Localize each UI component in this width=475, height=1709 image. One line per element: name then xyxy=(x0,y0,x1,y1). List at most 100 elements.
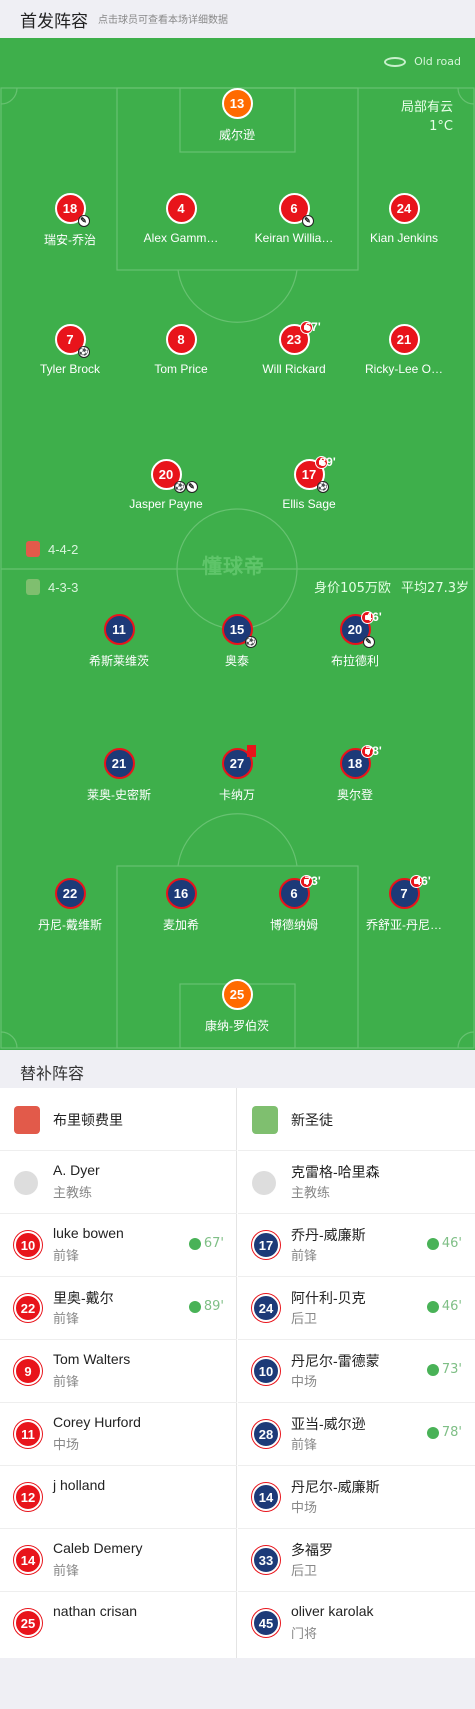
coach-row[interactable]: A. Dyer 主教练 xyxy=(0,1151,237,1214)
temperature: 1°C xyxy=(429,119,453,134)
sub-minute: 46' xyxy=(441,1299,462,1314)
player-name: oliver karolak xyxy=(291,1603,374,1619)
player-position: 后卫 xyxy=(291,1312,318,1327)
player-name: 卡纳万 xyxy=(218,788,255,802)
shirt-number: 22 xyxy=(54,878,86,909)
page-header: 首发阵容 点击球员可查看本场详细数据 xyxy=(0,0,475,38)
sub-minute: 46' xyxy=(365,610,382,624)
player-name: 康纳-罗伯茨 xyxy=(205,1019,269,1033)
shirt-number: 10 xyxy=(252,1357,280,1385)
team-name: 新圣徒 xyxy=(291,1113,333,1129)
shirt-number: 33 xyxy=(252,1546,280,1574)
sub-minute: 78' xyxy=(365,744,382,758)
goal-icon: ⚽ xyxy=(244,636,257,648)
shirt-number: 7 xyxy=(66,332,74,347)
shirt-number: 11 xyxy=(14,1420,42,1448)
player-home[interactable]: 7⚽Tyler Brock xyxy=(10,324,130,376)
shirt-number: 24 xyxy=(252,1294,280,1322)
player-name: Tom Price xyxy=(154,362,208,376)
player-away[interactable]: 15⚽奥泰 xyxy=(177,614,297,669)
sub-minute: 73' xyxy=(441,1362,462,1377)
coach-role: 主教练 xyxy=(53,1186,93,1201)
player-name: 博德纳姆 xyxy=(269,918,318,932)
sub-in-icon xyxy=(188,1300,201,1313)
home-formation: 4-4-2 xyxy=(26,541,78,557)
player-name: Caleb Demery xyxy=(53,1540,143,1556)
shirt-number: 7 xyxy=(400,886,408,901)
player-name: Alex Gamm… xyxy=(143,231,219,245)
shirt-number: 14 xyxy=(14,1546,42,1574)
player-name: 丹尼-戴维斯 xyxy=(38,918,102,932)
sub-minute: 67' xyxy=(304,320,321,334)
player-name: 麦加希 xyxy=(162,918,199,932)
shirt-number: 20 xyxy=(158,467,174,482)
coach-row[interactable]: 克雷格-哈里森 主教练 xyxy=(238,1151,475,1214)
pitch: Old road 局部有云 1°C 懂球帝 4-4-2 4-3-3 身价105万… xyxy=(0,38,475,1050)
player-name: Will Rickard xyxy=(262,362,326,376)
shirt-number: 9 xyxy=(14,1357,42,1385)
player-name: 莱奥-史密斯 xyxy=(87,788,151,802)
sub-minute: 46' xyxy=(441,1236,462,1251)
sub-time: 78' xyxy=(426,1425,462,1440)
player-name: Jasper Payne xyxy=(129,497,203,511)
player-position: 中场 xyxy=(53,1438,80,1453)
player-name: 多福罗 xyxy=(291,1542,333,1558)
shirt-number: 8 xyxy=(165,324,197,355)
team-row: 新圣徒 xyxy=(238,1088,475,1151)
venue-name: Old road xyxy=(414,55,461,68)
shirt-number: 14 xyxy=(252,1483,280,1511)
assist-icon: ✎ xyxy=(185,481,198,493)
player-position: 前锋 xyxy=(53,1249,80,1264)
sub-in-icon xyxy=(426,1237,439,1250)
shirt-number: 13 xyxy=(221,88,253,119)
player-name: 亚当-威尔逊 xyxy=(291,1416,366,1432)
player-home[interactable]: 18✎瑞安-乔治 xyxy=(10,193,130,248)
player-position: 前锋 xyxy=(53,1312,80,1327)
sub-minute: 67' xyxy=(203,1236,224,1251)
player-name: 丹尼尔-威廉斯 xyxy=(291,1479,380,1495)
player-home[interactable]: 6✎Keiran Willia… xyxy=(234,193,354,245)
coach-role: 主教练 xyxy=(291,1186,331,1201)
player-name: 乔丹-威廉斯 xyxy=(291,1227,366,1243)
player-home[interactable]: 20⚽✎Jasper Payne xyxy=(106,459,226,511)
shirt-number: 21 xyxy=(388,324,420,355)
away-crest-icon xyxy=(26,579,40,595)
shirt-number: 15 xyxy=(229,622,245,637)
red-card-icon xyxy=(246,745,256,757)
player-away[interactable]: 22 丹尼-戴维斯 xyxy=(10,878,130,933)
subs-title: 替补阵容 xyxy=(20,1064,85,1083)
player-home[interactable]: 17⚽89'Ellis Sage xyxy=(249,455,369,511)
player-name: j holland xyxy=(53,1477,106,1493)
